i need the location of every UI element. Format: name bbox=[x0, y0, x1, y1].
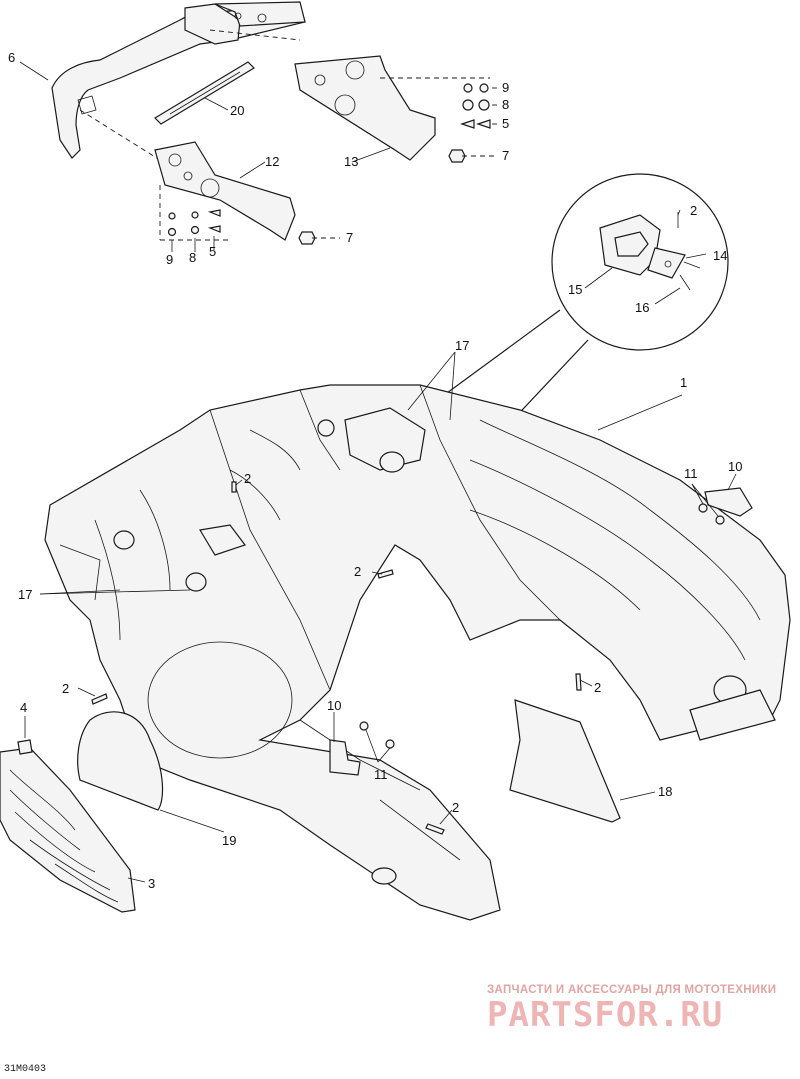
panel-part-18 bbox=[509, 699, 621, 823]
bracket-part-13 bbox=[294, 55, 436, 161]
rivet-left bbox=[91, 693, 108, 705]
callout-2-left: 2 bbox=[62, 681, 69, 696]
callout-17-lower: 17 bbox=[18, 587, 32, 602]
hardware-group-upper bbox=[448, 83, 491, 163]
callout-12: 12 bbox=[265, 154, 279, 169]
callout-6: 6 bbox=[8, 50, 15, 65]
callout-4: 4 bbox=[20, 700, 27, 715]
callout-10-lower: 10 bbox=[327, 698, 341, 713]
bracket-part-10-upper bbox=[698, 487, 753, 525]
callout-11-upper: 11 bbox=[684, 466, 698, 481]
trim-strip-part-20 bbox=[154, 61, 255, 125]
callout-14: 14 bbox=[713, 248, 727, 263]
hardware-group-lower bbox=[167, 209, 316, 245]
bracket-part-12 bbox=[154, 141, 296, 241]
callout-11-lower: 11 bbox=[374, 767, 388, 782]
watermark-tagline: ЗАПЧАСТИ И АКСЕССУАРЫ ДЛЯ МОТОТЕХНИКИ bbox=[487, 984, 777, 996]
callout-13: 13 bbox=[344, 154, 358, 169]
grille-part-3 bbox=[0, 747, 136, 913]
watermark-brand[interactable]: PARTSFOR.RU bbox=[487, 995, 724, 1035]
callout-7-lower: 7 bbox=[346, 230, 353, 245]
callout-7-upper: 7 bbox=[502, 148, 509, 163]
callout-16: 16 bbox=[635, 300, 649, 315]
rivet-middle bbox=[377, 569, 394, 579]
callout-labels: 6 20 12 13 9 8 5 7 7 9 8 5 2 14 15 16 17… bbox=[8, 50, 742, 891]
callout-2-detail: 2 bbox=[690, 203, 697, 218]
body-pan-part-1 bbox=[44, 384, 791, 921]
callout-2-lower: 2 bbox=[452, 800, 459, 815]
callout-3: 3 bbox=[148, 876, 155, 891]
rivet-right bbox=[575, 673, 582, 691]
callout-9-lower: 9 bbox=[166, 252, 173, 267]
callout-20: 20 bbox=[230, 103, 244, 118]
callout-15: 15 bbox=[568, 282, 582, 297]
bracket-part-10-lower bbox=[329, 721, 395, 776]
callout-8-upper: 8 bbox=[502, 97, 509, 112]
rear-bumper-part-6 bbox=[51, 1, 306, 159]
rivet-upper bbox=[231, 481, 237, 493]
callout-5-upper: 5 bbox=[502, 116, 509, 131]
diagram-reference-code: 31M0403 bbox=[4, 1064, 47, 1075]
callout-19: 19 bbox=[222, 833, 236, 848]
callout-2-upper: 2 bbox=[244, 471, 251, 486]
callout-17-upper: 17 bbox=[455, 338, 469, 353]
callout-8-lower: 8 bbox=[189, 250, 196, 265]
callout-9-upper: 9 bbox=[502, 80, 509, 95]
callout-1: 1 bbox=[680, 375, 687, 390]
callout-18: 18 bbox=[658, 784, 672, 799]
leader-lines bbox=[19, 61, 737, 883]
callout-5-lower: 5 bbox=[209, 244, 216, 259]
callout-10-upper: 10 bbox=[728, 459, 742, 474]
callout-2-right: 2 bbox=[594, 680, 601, 695]
grommet-part-4 bbox=[17, 739, 33, 755]
callout-2-middle: 2 bbox=[354, 564, 361, 579]
round-cover-part-19 bbox=[77, 711, 164, 811]
rivet-lower bbox=[425, 823, 445, 835]
